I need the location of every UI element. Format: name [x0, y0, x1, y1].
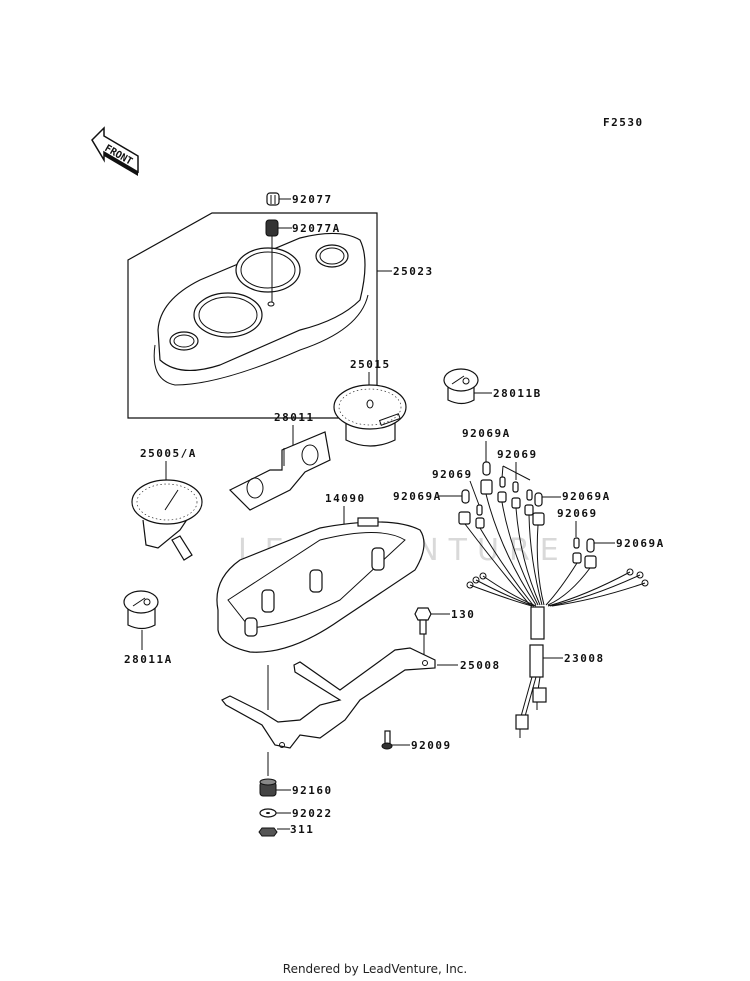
callout-92022: 92022 — [292, 807, 333, 820]
part-28011a[interactable]: 28011A — [123, 590, 173, 666]
callout-92069a-4: 92069A — [616, 537, 665, 550]
part-28011-bracket[interactable]: 28011 — [228, 411, 331, 511]
part-92009-screw[interactable]: 92009 — [381, 730, 452, 752]
callout-92077a: 92077A — [292, 222, 341, 235]
callout-92069-3: 92069 — [557, 507, 598, 520]
callout-25023: 25023 — [393, 265, 434, 278]
callout-25005a: 25005/A — [140, 447, 197, 460]
part-92160-damper[interactable]: 92160 — [259, 778, 333, 797]
callout-28011: 28011 — [274, 411, 315, 424]
callout-92069a-2: 92069A — [393, 490, 442, 503]
callout-92069-2: 92069 — [432, 468, 473, 481]
part-25008-bracket[interactable]: 25008 — [221, 647, 501, 776]
part-28011b[interactable]: 28011B — [443, 368, 542, 405]
part-25015-meter[interactable]: 25015 — [333, 358, 407, 447]
part-311-nut[interactable]: 311 — [258, 823, 314, 837]
callout-14090: 14090 — [325, 492, 366, 505]
callout-130: 130 — [451, 608, 475, 621]
part-92077[interactable]: 92077 — [266, 192, 333, 206]
callout-25015: 25015 — [350, 358, 391, 371]
callout-92077: 92077 — [292, 193, 333, 206]
callout-92009: 92009 — [411, 739, 452, 752]
front-arrow-icon: FRONT — [91, 126, 139, 176]
callout-23008: 23008 — [564, 652, 605, 665]
callout-92069a-1: 92069A — [462, 427, 511, 440]
callout-92160: 92160 — [292, 784, 333, 797]
part-92077a[interactable]: 92077A — [265, 219, 341, 302]
part-14090-case[interactable]: 14090 — [216, 492, 425, 653]
callout-92069a-3: 92069A — [562, 490, 611, 503]
callout-25008: 25008 — [460, 659, 501, 672]
callout-28011a: 28011A — [124, 653, 173, 666]
figure-code: F2530 — [603, 116, 644, 129]
part-130-bolt[interactable]: 130 — [414, 607, 475, 660]
footer-credit: Rendered by LeadVenture, Inc. — [282, 962, 468, 976]
part-92022-washer[interactable]: 92022 — [259, 807, 333, 820]
callout-311: 311 — [290, 823, 314, 836]
callout-28011b: 28011B — [493, 387, 542, 400]
callout-92069-1: 92069 — [497, 448, 538, 461]
part-25005a-meter[interactable]: 25005/A — [131, 447, 203, 561]
part-23008-harness[interactable]: 23008 — [515, 606, 605, 738]
part-harness-bulbs[interactable]: 92069A 92069 92069 92069A 92069A 92069 9… — [393, 427, 665, 607]
